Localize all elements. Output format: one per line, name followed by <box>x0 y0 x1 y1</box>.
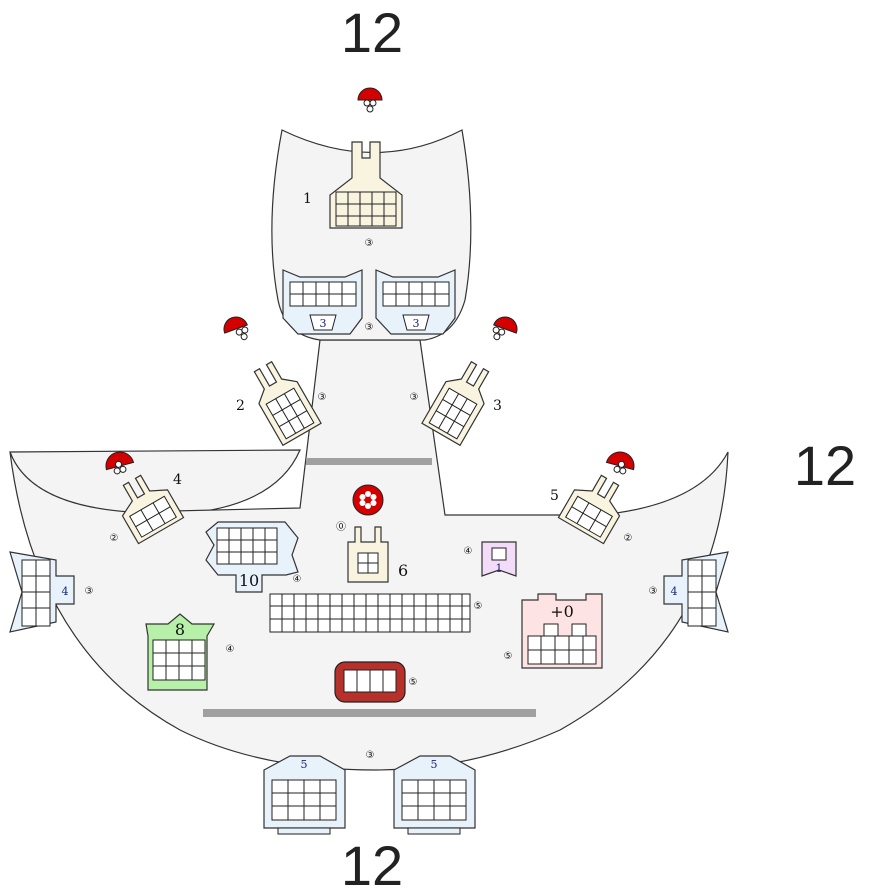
label-e: 5 <box>550 488 559 504</box>
circled-number: ③ <box>649 586 658 597</box>
red-fan-token-icon[interactable] <box>103 449 135 477</box>
circled-number: ③ <box>410 392 419 403</box>
divider-bar-lower <box>203 709 536 717</box>
factory-building-5[interactable] <box>557 467 632 545</box>
circled-number: ④ <box>464 546 473 557</box>
label-l: 3 <box>413 317 420 330</box>
dark-red-building[interactable] <box>334 661 406 703</box>
ice-building-bottom-left[interactable] <box>263 755 346 835</box>
circled-number: ④ <box>226 644 235 655</box>
label-a: 1 <box>303 191 312 207</box>
ice-building-bottom-right[interactable] <box>393 755 476 835</box>
circled-number: ⑤ <box>409 677 418 688</box>
circled-number: ③ <box>365 322 374 333</box>
circled-number: ⓪ <box>336 521 346 533</box>
ice-building-10[interactable] <box>205 521 299 593</box>
label-c: 3 <box>493 398 502 414</box>
long-grid-building[interactable] <box>269 593 471 633</box>
ice-building-left-side[interactable] <box>9 551 75 633</box>
factory-building-4[interactable] <box>109 467 185 545</box>
label-d: 4 <box>173 472 182 488</box>
bottom-count: 12 <box>341 834 403 893</box>
circled-number: ③ <box>366 750 375 761</box>
red-fan-token-icon[interactable] <box>357 87 383 113</box>
red-fan-token-icon[interactable] <box>221 314 252 346</box>
red-fan-token-icon[interactable] <box>489 314 520 346</box>
small-building-6[interactable] <box>347 526 389 583</box>
label-m: 4 <box>62 585 69 598</box>
red-flower-token-icon[interactable] <box>352 484 384 516</box>
right-count: 12 <box>794 434 856 497</box>
top-count: 12 <box>341 1 403 64</box>
circled-number: ④ <box>293 574 302 585</box>
ice-building-upper-left[interactable] <box>282 269 363 335</box>
divider-bar-upper <box>306 458 432 465</box>
label-h: 8 <box>175 620 185 639</box>
circled-number: ⑤ <box>504 651 513 662</box>
label-n: 4 <box>671 585 678 598</box>
ice-building-right-side[interactable] <box>663 551 729 633</box>
lilac-building-1[interactable] <box>481 541 517 577</box>
circled-number: ② <box>624 533 633 544</box>
pink-building-plus0[interactable] <box>521 593 603 669</box>
label-o: 5 <box>301 758 308 771</box>
circled-number: ② <box>110 533 119 544</box>
label-b: 2 <box>236 398 245 414</box>
ice-building-upper-right[interactable] <box>375 269 456 335</box>
label-j: 1 <box>496 562 503 575</box>
label-i: +0 <box>550 602 574 621</box>
factory-building-2[interactable] <box>244 356 322 447</box>
factory-building-3[interactable] <box>421 356 499 447</box>
circled-number: ③ <box>85 586 94 597</box>
label-k: 3 <box>320 317 327 330</box>
circled-number: ③ <box>318 392 327 403</box>
circled-number: ⑤ <box>474 601 483 612</box>
factory-building-top[interactable] <box>329 141 403 229</box>
green-building-8[interactable] <box>145 613 216 691</box>
red-fan-token-icon[interactable] <box>605 449 637 477</box>
label-g: 10 <box>239 571 259 590</box>
label-p: 5 <box>431 758 438 771</box>
circled-number: ③ <box>365 238 374 249</box>
label-f: 6 <box>398 561 408 580</box>
